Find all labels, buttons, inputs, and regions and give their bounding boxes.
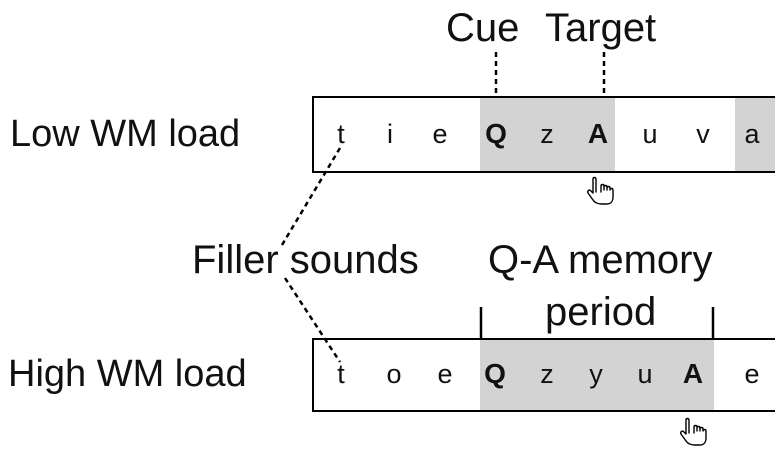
high-cue-letter: Q [484,358,506,389]
low-target-letter: A [587,118,609,149]
low-letter: i [387,119,393,149]
high-letter: z [540,359,554,389]
low-letter: z [540,119,554,149]
low-letter: t [337,119,345,149]
low-next-shade [735,97,775,172]
high-letter: e [744,359,760,389]
cue-label: Cue [446,6,520,50]
high-sequence-box [312,338,775,412]
filler-sounds-label: Filler sounds [192,238,419,282]
high-qa-shade [480,339,714,411]
high-target-letter: A [682,358,704,389]
low-letter: v [696,119,710,149]
high-wm-label: High WM load [8,353,247,395]
high-letter: e [437,359,453,389]
low-letter: u [642,119,658,149]
qa-period-label: period [545,290,657,334]
high-letter: y [589,359,603,389]
pointing-hand-icon [587,176,614,205]
qa-memory-label: Q-A memory [488,238,713,282]
high-letter: t [337,359,345,389]
low-qa-shade [480,97,615,172]
high-letter: u [637,359,653,389]
low-letter: a [744,119,760,149]
pointing-hand-icon [680,417,707,446]
low-letter: e [432,119,448,149]
high-letter: o [386,359,402,389]
low-sequence-box [312,96,775,173]
filler-leader-high [283,277,342,363]
low-cue-letter: Q [485,118,507,149]
target-label: Target [545,6,657,50]
low-wm-label: Low WM load [10,113,241,155]
filler-leader-low [280,147,342,246]
